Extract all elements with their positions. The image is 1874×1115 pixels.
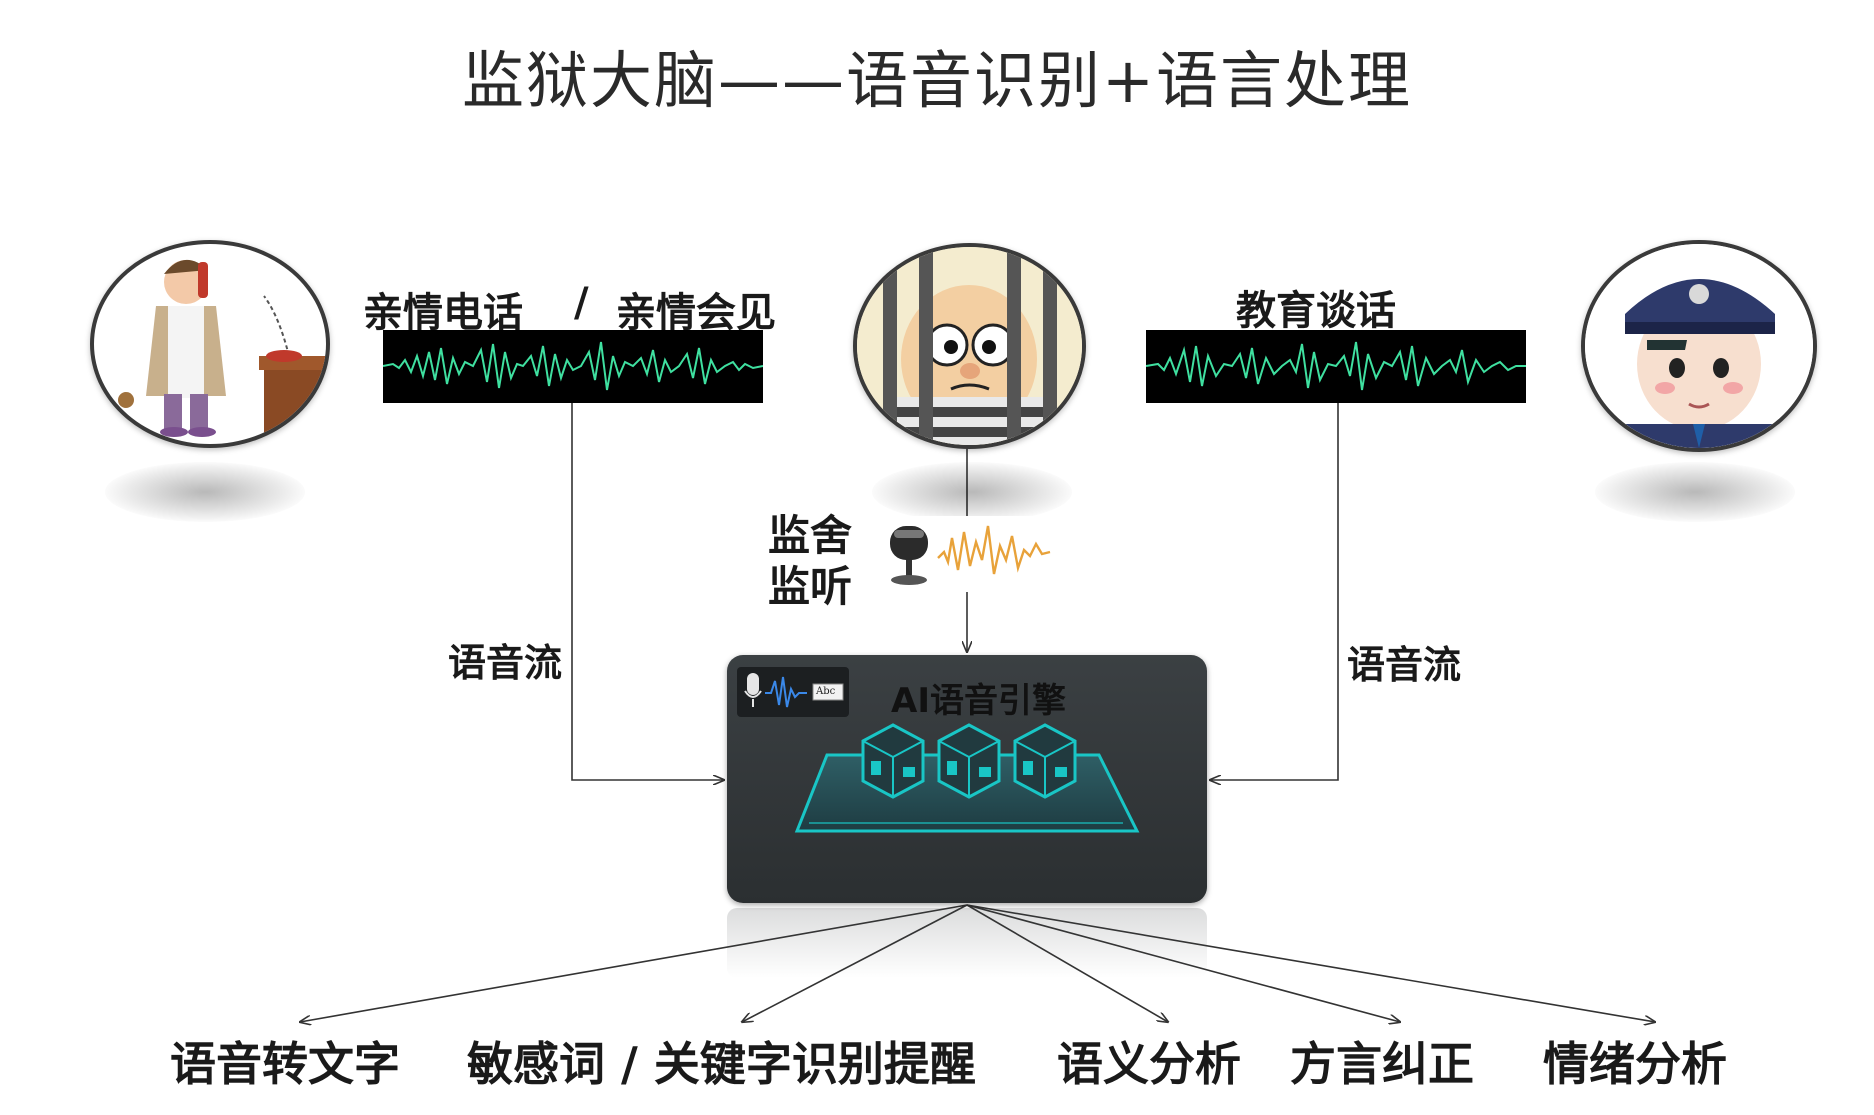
person-on-phone-icon: [90, 240, 330, 448]
family-visit-label: 亲情会见: [616, 290, 776, 336]
left-stream-arrow: [571, 403, 724, 780]
engine-icon-text: Abc: [816, 686, 836, 697]
output-semantic-analysis: 语义分析: [1057, 1037, 1241, 1091]
output-arrow-2: [742, 904, 968, 1022]
voice-waveform-left: [383, 330, 763, 403]
prisoner-behind-bars-icon: [853, 243, 1086, 449]
family-call-label: 亲情电话: [363, 290, 523, 336]
ai-voice-engine-panel: Abc AI语音引擎: [727, 655, 1207, 903]
output-arrow-5: [966, 904, 1655, 1022]
engine-title: AI语音引擎: [891, 681, 1066, 721]
label-separator: /: [574, 280, 589, 326]
cell-monitor-label-line2: 监听: [768, 562, 853, 611]
avatar-shadow-left: [105, 462, 305, 522]
output-speech-to-text: 语音转文字: [170, 1037, 400, 1091]
output-emotion-analysis: 情绪分析: [1543, 1037, 1727, 1091]
engine-reflection: [727, 908, 1207, 978]
page-title: 监狱大脑——语音识别+语言处理: [462, 44, 1412, 117]
output-dialect-correction: 方言纠正: [1290, 1037, 1474, 1091]
output-arrow-4: [966, 904, 1400, 1022]
voice-stream-label-right: 语音流: [1347, 643, 1462, 687]
output-arrow-3: [966, 904, 1168, 1022]
engine-cubes-graphic: [794, 723, 1140, 833]
avatar-shadow-right: [1595, 462, 1795, 522]
avatar-shadow-center: [872, 462, 1072, 522]
microphone-icon: [880, 516, 1052, 592]
right-stream-arrow: [1210, 403, 1339, 780]
cell-monitor-label-line1: 监舍: [768, 511, 853, 560]
output-arrow-1: [300, 904, 968, 1022]
education-talk-label: 教育谈话: [1236, 288, 1396, 334]
voice-stream-label-left: 语音流: [448, 641, 563, 685]
speech-to-text-icon: Abc: [737, 667, 849, 717]
voice-waveform-right: [1146, 330, 1526, 403]
output-keyword-alert: 敏感词 / 关键字识别提醒: [467, 1037, 976, 1091]
police-officer-saluting-icon: [1581, 240, 1817, 452]
